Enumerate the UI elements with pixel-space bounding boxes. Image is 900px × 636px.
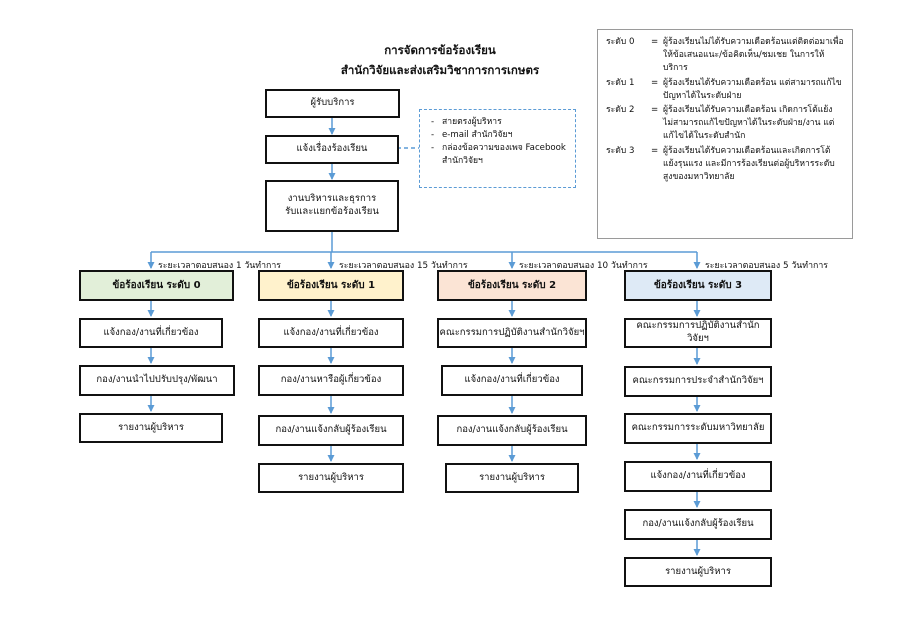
report-complaint-box: แจ้งเรื่องร้องเรียน xyxy=(265,135,399,164)
step-label: คณะกรรมการระดับมหาวิทยาลัย xyxy=(631,422,765,434)
level-1-step: รายงานผู้บริหาร xyxy=(258,463,404,493)
response-time-label: ระยะเวลาตอบสนอง 5 วันทำการ xyxy=(705,261,829,271)
service-recipient-label: ผู้รับบริการ xyxy=(310,97,355,109)
channel-item: สายตรงผู้บริหาร xyxy=(431,116,567,129)
legend-desc: ผู้ร้องเรียนได้รับความเดือดร้อนและเกิดกา… xyxy=(663,146,835,182)
legend-row: ระดับ 3 = ผู้ร้องเรียนได้รับความเดือดร้อ… xyxy=(606,145,844,184)
admin-intake-line2: รับและแยกข้อร้องเรียน xyxy=(285,206,379,217)
legend-desc: ผู้ร้องเรียนไม่ได้รับความเดือดร้อนแต่ติด… xyxy=(663,37,844,73)
legend-eq: = xyxy=(651,37,659,47)
channel-item-continuation: สำนักวิจัยฯ xyxy=(442,155,483,166)
level-3-step: รายงานผู้บริหาร xyxy=(624,557,772,587)
step-label: แจ้งกอง/งานที่เกี่ยวข้อง xyxy=(103,326,199,338)
level-3-step: คณะกรรมการปฏิบัติงานสำนักวิจัยฯ xyxy=(624,318,772,348)
report-complaint-label: แจ้งเรื่องร้องเรียน xyxy=(296,143,368,155)
diagram-subtitle: สำนักวิจัยและส่งเสริมวิชาการการเกษตร xyxy=(340,63,540,77)
response-time-label: ระยะเวลาตอบสนอง 15 วันทำการ xyxy=(339,261,468,271)
level-3-step: คณะกรรมการระดับมหาวิทยาลัย xyxy=(624,413,772,444)
step-label: รายงานผู้บริหาร xyxy=(298,471,364,483)
admin-intake-box: งานบริหารและธุรการ รับและแยกข้อร้องเรียน xyxy=(265,180,399,232)
legend-key: ระดับ 0 xyxy=(606,37,635,47)
step-label: รายงานผู้บริหาร xyxy=(665,565,731,577)
level-0-header: ข้อร้องเรียน ระดับ 0 xyxy=(79,270,234,301)
step-label: รายงานผู้บริหาร xyxy=(118,421,184,433)
legend-key: ระดับ 3 xyxy=(606,146,635,157)
step-label: คณะกรรมการปฏิบัติงานสำนักวิจัยฯ xyxy=(439,326,585,338)
level-2-header: ข้อร้องเรียน ระดับ 2 xyxy=(437,270,587,301)
level-2-step: รายงานผู้บริหาร xyxy=(445,463,579,493)
legend-key: ระดับ 2 xyxy=(606,105,635,116)
legend-eq: = xyxy=(651,146,659,157)
level-2-step: คณะกรรมการปฏิบัติงานสำนักวิจัยฯ xyxy=(437,318,587,348)
legend-eq: = xyxy=(651,105,659,116)
level-0-label: ข้อร้องเรียน ระดับ 0 xyxy=(112,279,201,291)
level-3-step: กอง/งานแจ้งกลับผู้ร้องเรียน xyxy=(624,509,772,540)
level-3-header: ข้อร้องเรียน ระดับ 3 xyxy=(624,270,772,301)
level-2-step: กอง/งานแจ้งกลับผู้ร้องเรียน xyxy=(437,415,587,446)
level-1-label: ข้อร้องเรียน ระดับ 1 xyxy=(286,279,376,291)
legend-key: ระดับ 1 xyxy=(606,77,635,88)
level-2-step: แจ้งกอง/งานที่เกี่ยวข้อง xyxy=(441,365,583,396)
step-label: รายงานผู้บริหาร xyxy=(479,471,545,483)
step-label: กอง/งานหารือผู้เกี่ยวข้อง xyxy=(280,374,382,386)
step-label: กอง/งานแจ้งกลับผู้ร้องเรียน xyxy=(275,424,387,436)
legend-desc: ผู้ร้องเรียนได้รับความเดือดร้อน แต่สามาร… xyxy=(663,77,842,101)
step-label: กอง/งานนำไปปรับปรุง/พัฒนา xyxy=(96,374,218,386)
step-label: คณะกรรมการประจำสำนักวิจัยฯ xyxy=(632,375,764,387)
level-0-step: กอง/งานนำไปปรับปรุง/พัฒนา xyxy=(79,365,235,396)
step-label: แจ้งกอง/งานที่เกี่ยวข้อง xyxy=(464,374,560,386)
level-3-step: คณะกรรมการประจำสำนักวิจัยฯ xyxy=(624,366,772,397)
level-legend-box: ระดับ 0 = ผู้ร้องเรียนไม่ได้รับความเดือด… xyxy=(597,29,853,239)
legend-row: ระดับ 1 = ผู้ร้องเรียนได้รับความเดือดร้อ… xyxy=(606,77,844,103)
legend-eq: = xyxy=(651,77,659,88)
complaint-channels-box: สายตรงผู้บริหาร e-mail สำนักวิจัยฯ กล่อง… xyxy=(419,109,576,188)
step-label: คณะกรรมการปฏิบัติงานสำนักวิจัยฯ xyxy=(636,320,760,344)
step-label: กอง/งานแจ้งกลับผู้ร้องเรียน xyxy=(642,518,754,530)
response-time-label: ระยะเวลาตอบสนอง 10 วันทำการ xyxy=(519,261,648,271)
level-1-step: กอง/งานหารือผู้เกี่ยวข้อง xyxy=(258,365,404,396)
level-0-step: แจ้งกอง/งานที่เกี่ยวข้อง xyxy=(79,318,223,348)
step-label: แจ้งกอง/งานที่เกี่ยวข้อง xyxy=(650,470,746,482)
admin-intake-line1: งานบริหารและธุรการ xyxy=(287,193,377,205)
response-time-label: ระยะเวลาตอบสนอง 1 วันทำการ xyxy=(158,261,282,271)
legend-row: ระดับ 2 = ผู้ร้องเรียนได้รับความเดือดร้อ… xyxy=(606,104,844,143)
step-label: แจ้งกอง/งานที่เกี่ยวข้อง xyxy=(283,326,379,338)
level-3-label: ข้อร้องเรียน ระดับ 3 xyxy=(653,279,743,291)
diagram-title: การจัดการข้อร้องเรียน xyxy=(384,43,496,57)
level-3-step: แจ้งกอง/งานที่เกี่ยวข้อง xyxy=(624,461,772,492)
level-2-label: ข้อร้องเรียน ระดับ 2 xyxy=(467,279,557,291)
legend-desc: ผู้ร้องเรียนได้รับความเดือดร้อน เกิดการโ… xyxy=(663,105,835,142)
step-label: กอง/งานแจ้งกลับผู้ร้องเรียน xyxy=(456,424,568,436)
level-1-step: กอง/งานแจ้งกลับผู้ร้องเรียน xyxy=(258,415,404,446)
channel-item: กล่องข้อความของเพจ Facebook xyxy=(431,142,567,155)
level-0-step: รายงานผู้บริหาร xyxy=(79,413,223,443)
service-recipient-box: ผู้รับบริการ xyxy=(265,89,400,118)
legend-row: ระดับ 0 = ผู้ร้องเรียนไม่ได้รับความเดือด… xyxy=(606,36,844,75)
channel-item: e-mail สำนักวิจัยฯ xyxy=(431,129,567,142)
level-1-step: แจ้งกอง/งานที่เกี่ยวข้อง xyxy=(258,318,404,348)
level-1-header: ข้อร้องเรียน ระดับ 1 xyxy=(258,270,404,301)
